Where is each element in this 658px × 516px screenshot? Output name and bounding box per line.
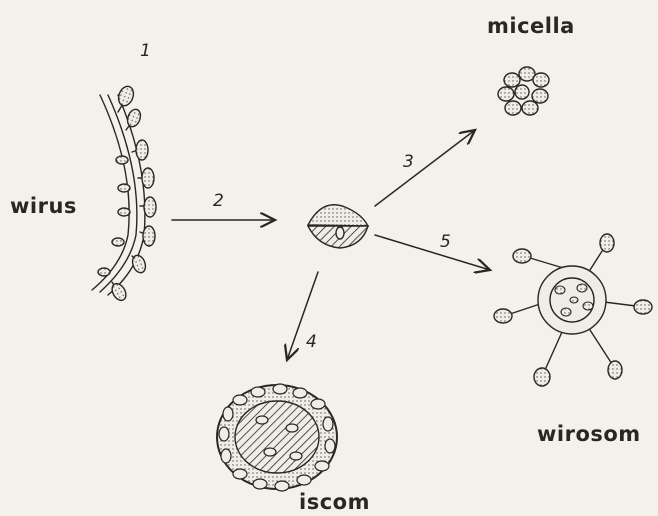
iscom-label: iscom	[299, 490, 370, 514]
virosome-label: wirosom	[537, 422, 641, 446]
arrow-3	[375, 130, 475, 206]
micelle-label: micella	[487, 14, 575, 38]
step-2-label: 2	[213, 191, 224, 211]
virosome-particle	[494, 234, 652, 386]
arrow-5	[375, 235, 490, 270]
solubilized-complex	[308, 205, 368, 248]
step-5-label: 5	[440, 232, 451, 252]
iscom-particle	[217, 384, 337, 491]
virus-label: wirus	[10, 194, 77, 218]
step-3-label: 3	[403, 152, 414, 172]
step-4-label: 4	[306, 332, 317, 352]
step-1-label: 1	[140, 41, 151, 61]
micelle-particle	[498, 67, 549, 115]
